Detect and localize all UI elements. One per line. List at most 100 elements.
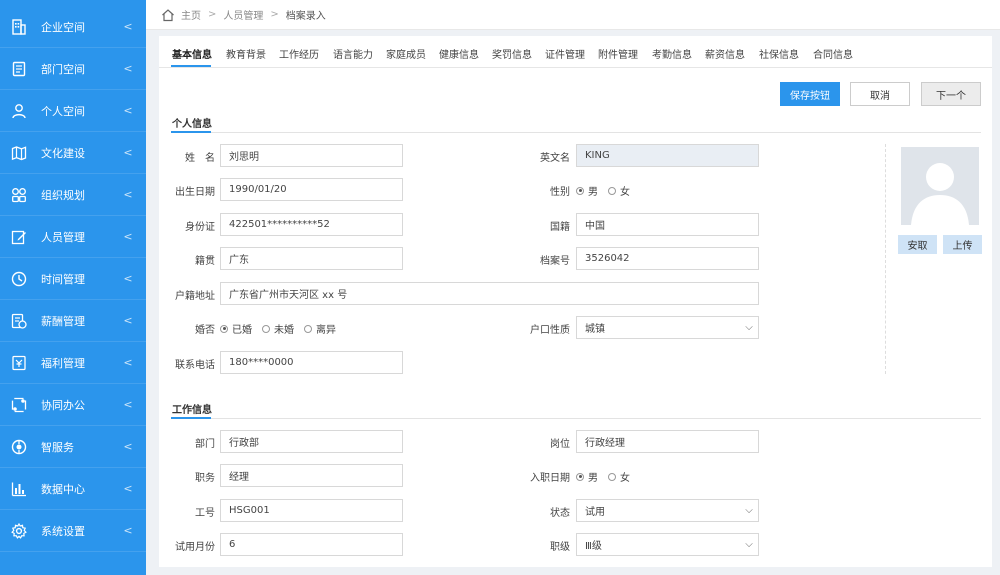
- native-place-field[interactable]: 广东: [220, 247, 403, 270]
- tab-rewards[interactable]: 奖罚信息: [492, 50, 532, 61]
- money-icon: [11, 313, 27, 329]
- rank-label: 职级: [550, 542, 570, 553]
- sidebar-item-welfare[interactable]: 福利管理 <: [0, 342, 146, 384]
- sidebar-item-department-space[interactable]: 部门空间 <: [0, 48, 146, 90]
- marital-single-radio[interactable]: 未婚: [262, 321, 294, 336]
- chevron-left-icon: <: [123, 104, 133, 117]
- gender-male-radio[interactable]: 男: [576, 183, 598, 198]
- nationality-value: 中国: [585, 221, 605, 232]
- chevron-left-icon: <: [123, 440, 133, 453]
- user-icon: [11, 103, 27, 119]
- department-label: 部门: [195, 439, 215, 450]
- duty-label: 职务: [195, 473, 215, 484]
- sidebar-item-org-planning[interactable]: 组织规划 <: [0, 174, 146, 216]
- save-button[interactable]: 保存按钮: [780, 82, 840, 106]
- sidebar-item-time-management[interactable]: 时间管理 <: [0, 258, 146, 300]
- entry-date-label: 入职日期: [530, 473, 570, 484]
- sidebar-item-payroll[interactable]: 薪酬管理 <: [0, 300, 146, 342]
- entry-female-label: 女: [620, 473, 630, 484]
- tab-languages[interactable]: 语言能力: [333, 50, 373, 61]
- tab-health[interactable]: 健康信息: [439, 50, 479, 61]
- breadcrumb: 主页 > 人员管理 > 档案录入: [146, 0, 1000, 30]
- rank-select[interactable]: Ⅲ级⌵: [576, 533, 759, 556]
- probation-field[interactable]: 6: [220, 533, 403, 556]
- chevron-left-icon: <: [123, 314, 133, 327]
- tab-family[interactable]: 家庭成员: [386, 50, 426, 61]
- sidebar-item-smart-service[interactable]: 智服务 <: [0, 426, 146, 468]
- sidebar-item-culture[interactable]: 文化建设 <: [0, 132, 146, 174]
- id-card-field[interactable]: 422501**********52: [220, 213, 403, 236]
- collab-icon: [11, 397, 27, 413]
- org-icon: [11, 187, 27, 203]
- chevron-left-icon: <: [123, 356, 133, 369]
- household-type-label: 户口性质: [530, 325, 570, 336]
- file-no-field[interactable]: 3526042: [576, 247, 759, 270]
- name-label: 姓 名: [185, 153, 215, 164]
- section-divider: [171, 132, 981, 133]
- name-field[interactable]: 刘思明: [220, 144, 403, 167]
- phone-field[interactable]: 180****0000: [220, 351, 403, 374]
- home-icon[interactable]: [161, 8, 175, 22]
- tab-education[interactable]: 教育背景: [226, 50, 266, 61]
- sidebar-item-enterprise-space[interactable]: 企业空间 <: [0, 6, 146, 48]
- nationality-label: 国籍: [550, 222, 570, 233]
- position-value: 行政经理: [585, 438, 625, 449]
- native-place-value: 广东: [229, 255, 249, 266]
- photo-fetch-button[interactable]: 安取: [898, 235, 937, 254]
- marital-divorced-label: 离异: [316, 325, 336, 336]
- clock-icon: [11, 271, 27, 287]
- main-panel: 基本信息 教育背景 工作经历 语言能力 家庭成员 健康信息 奖罚信息 证件管理 …: [159, 36, 992, 567]
- sidebar-item-label: 福利管理: [41, 356, 85, 370]
- employee-no-label: 工号: [195, 508, 215, 519]
- entry-male-radio[interactable]: 男: [576, 469, 598, 484]
- tab-attachments[interactable]: 附件管理: [598, 50, 638, 61]
- gender-female-radio[interactable]: 女: [608, 183, 630, 198]
- birth-date-field[interactable]: 1990/01/20: [220, 178, 403, 201]
- position-field[interactable]: 行政经理: [576, 430, 759, 453]
- employee-no-field[interactable]: HSG001: [220, 499, 403, 522]
- tab-attendance[interactable]: 考勤信息: [652, 50, 692, 61]
- sidebar-item-label: 系统设置: [41, 524, 85, 538]
- entry-female-radio[interactable]: 女: [608, 469, 630, 484]
- sidebar-item-system-settings[interactable]: 系统设置 <: [0, 510, 146, 552]
- breadcrumb-staff-management[interactable]: 人员管理: [223, 11, 264, 22]
- breadcrumb-home[interactable]: 主页: [181, 11, 201, 22]
- gift-icon: [11, 355, 27, 371]
- department-field[interactable]: 行政部: [220, 430, 403, 453]
- tab-basic-info[interactable]: 基本信息: [172, 50, 212, 61]
- next-button[interactable]: 下一个: [921, 82, 981, 106]
- english-name-label: 英文名: [540, 153, 570, 164]
- status-select[interactable]: 试用⌵: [576, 499, 759, 522]
- household-type-select[interactable]: 城镇⌵: [576, 316, 759, 339]
- cancel-button[interactable]: 取消: [850, 82, 910, 106]
- sidebar-item-label: 企业空间: [41, 20, 85, 34]
- chevron-down-icon: ⌵: [745, 505, 753, 516]
- tab-certificates[interactable]: 证件管理: [545, 50, 585, 61]
- duty-field[interactable]: 经理: [220, 464, 403, 487]
- sidebar-item-staff-management[interactable]: 人员管理 <: [0, 216, 146, 258]
- sidebar-item-collaboration[interactable]: 协同办公 <: [0, 384, 146, 426]
- section-marker: [171, 131, 211, 133]
- gender-male-label: 男: [588, 187, 598, 198]
- name-value: 刘思明: [229, 152, 259, 163]
- tab-salary[interactable]: 薪资信息: [705, 50, 745, 61]
- duty-value: 经理: [229, 472, 249, 483]
- file-no-label: 档案号: [540, 256, 570, 267]
- marital-divorced-radio[interactable]: 离异: [304, 321, 336, 336]
- marital-label: 婚否: [195, 325, 215, 336]
- chevron-left-icon: <: [123, 398, 133, 411]
- bar-chart-icon: [11, 481, 27, 497]
- marital-married-radio[interactable]: 已婚: [220, 321, 252, 336]
- sidebar-item-data-center[interactable]: 数据中心 <: [0, 468, 146, 510]
- tab-work-history[interactable]: 工作经历: [279, 50, 319, 61]
- sidebar-item-personal-space[interactable]: 个人空间 <: [0, 90, 146, 132]
- english-name-field[interactable]: KING: [576, 144, 759, 167]
- probation-value: 6: [229, 539, 236, 550]
- household-address-field[interactable]: 广东省广州市天河区 xx 号: [220, 282, 759, 305]
- tab-contract[interactable]: 合同信息: [813, 50, 853, 61]
- nationality-field[interactable]: 中国: [576, 213, 759, 236]
- sidebar-item-label: 组织规划: [41, 188, 85, 202]
- tab-social-security[interactable]: 社保信息: [759, 50, 799, 61]
- sidebar-item-label: 数据中心: [41, 482, 85, 496]
- photo-upload-button[interactable]: 上传: [943, 235, 982, 254]
